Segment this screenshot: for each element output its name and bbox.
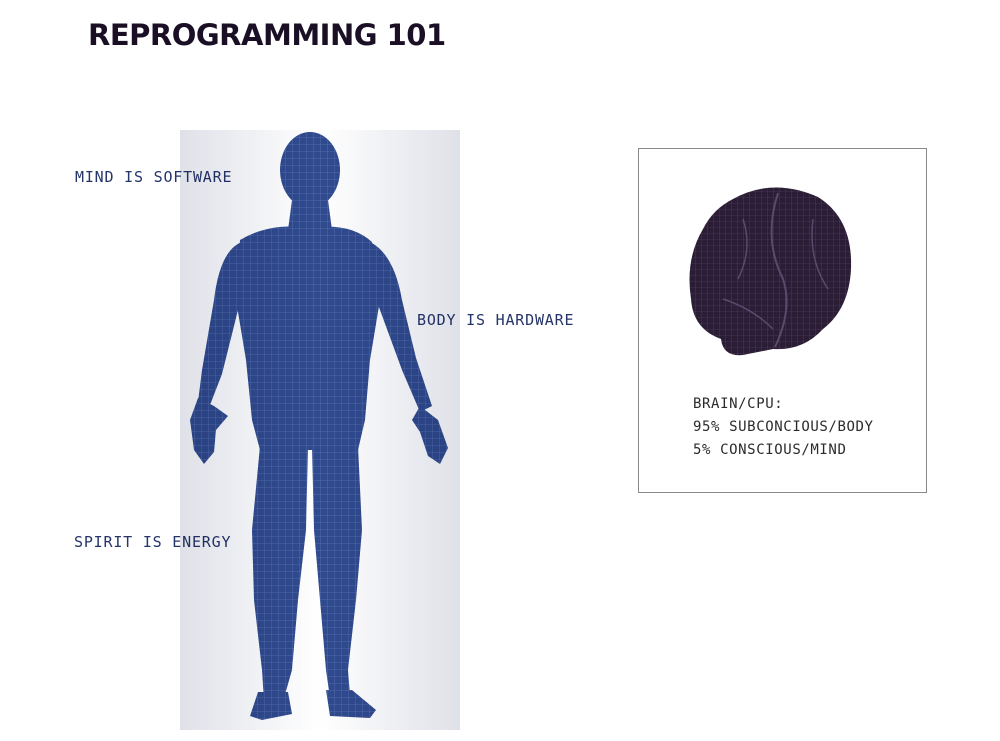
human-body-illustration [180,130,460,730]
body-silhouette [180,130,460,730]
brain-caption: BRAIN/CPU: 95% SUBCONCIOUS/BODY 5% CONSC… [693,393,874,462]
brain-panel: BRAIN/CPU: 95% SUBCONCIOUS/BODY 5% CONSC… [638,148,927,493]
brain-caption-line: BRAIN/CPU: [693,396,784,412]
brain-illustration [689,187,852,356]
brain-caption-line: 95% SUBCONCIOUS/BODY [693,419,874,435]
page-title: REPROGRAMMING 101 [88,18,446,52]
brain-caption-line: 5% CONSCIOUS/MIND [693,442,847,458]
